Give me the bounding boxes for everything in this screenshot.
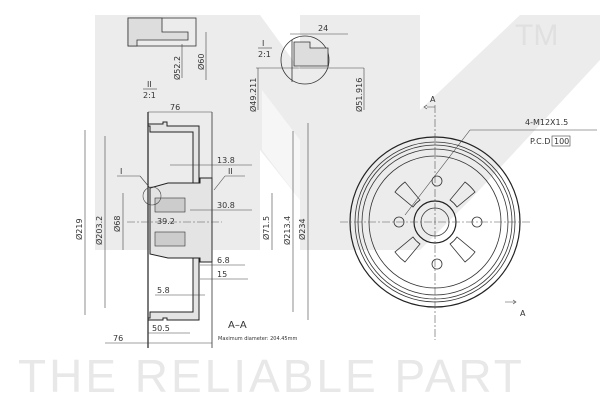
max-diameter-note: Maximum diameter: 204.45mm — [218, 336, 297, 342]
section-mark-top: A — [430, 95, 436, 104]
trademark-mark: TM — [515, 19, 558, 52]
dim-5-8: 5.8 — [157, 286, 170, 295]
dim-d203: Ø203.2 — [94, 216, 104, 245]
nk-watermark-logo — [95, 15, 600, 250]
dim-width-bottom: 76 — [113, 334, 123, 343]
dim-width-top: 76 — [170, 103, 180, 112]
detail-i-scale: 2:1 — [258, 50, 271, 59]
dim-d219: Ø219 — [74, 218, 84, 240]
detail-ii-scale: 2:1 — [143, 91, 156, 100]
detail-ii-label: II — [147, 80, 152, 89]
detail-i-label: I — [262, 39, 264, 48]
dim-13-8: 13.8 — [217, 156, 235, 165]
detail-i-width: 24 — [318, 24, 328, 33]
dim-50-5: 50.5 — [152, 324, 170, 333]
section-mark-bottom: A — [520, 309, 526, 318]
detail-ii-d2: Ø60 — [196, 54, 206, 70]
detail-i-d2: Ø51.916 — [354, 78, 364, 112]
dim-6-8: 6.8 — [217, 256, 230, 265]
section-title: A–A — [228, 320, 247, 331]
detail-ii-d1: Ø52.2 — [172, 56, 182, 80]
detail-ii: Ø52.2 Ø60 II 2:1 — [127, 17, 207, 100]
section-view: 76 Ø219 Ø203.2 Ø68 Ø71.5 Ø213.4 Ø234 13.… — [74, 103, 309, 348]
bolt-spec: 4-M12X1.5 — [525, 118, 568, 127]
dim-30-8: 30.8 — [217, 201, 235, 210]
detail-i: I 2:1 24 Ø49.211 Ø51.916 — [248, 24, 365, 112]
dim-d68: Ø68 — [112, 216, 122, 232]
dim-39-2: 39.2 — [157, 217, 175, 226]
detail-ref-ii: II — [228, 167, 233, 176]
front-view: A A 4-M12X1.5 P.C.D 100 — [340, 95, 597, 340]
pcd-label: P.C.D — [530, 137, 550, 146]
slogan-watermark: THE RELIABLE PART — [18, 350, 525, 400]
dim-15: 15 — [217, 270, 227, 279]
dim-d213-4: Ø213.4 — [282, 216, 292, 245]
pcd-value: 100 — [554, 137, 569, 146]
detail-ref-i: I — [120, 167, 122, 176]
dim-d234: Ø234 — [297, 218, 307, 240]
dim-d71-5: Ø71.5 — [261, 216, 271, 240]
detail-i-d1: Ø49.211 — [248, 78, 258, 112]
